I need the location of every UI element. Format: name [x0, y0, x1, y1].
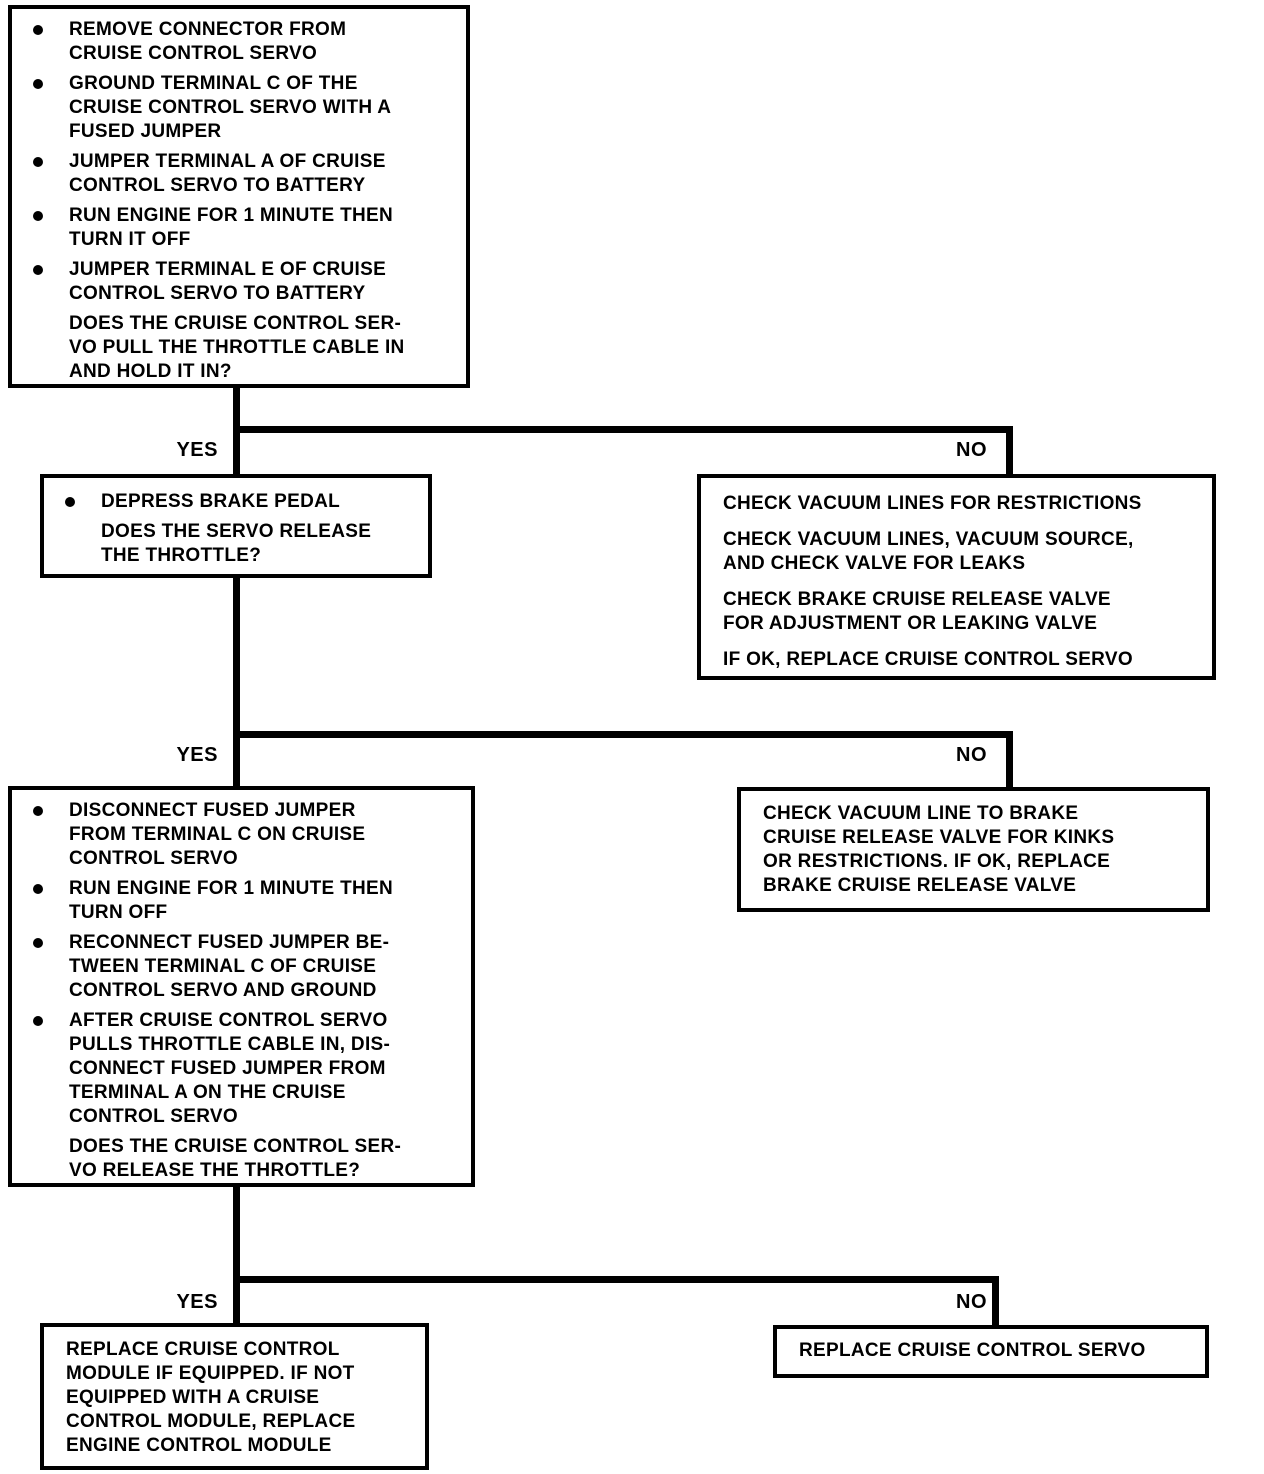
- step-text: RUN ENGINE FOR 1 MINUTE THEN TURN IT OFF: [69, 205, 394, 250]
- step-item: RECONNECT FUSED JUMPER BE- TWEEN TERMINA…: [12, 931, 463, 1003]
- step-text: JUMPER TERMINAL E OF CRUISE CONTROL SERV…: [69, 259, 387, 304]
- step-item: GROUND TERMINAL C OF THE CRUISE CONTROL …: [12, 72, 458, 144]
- question-text: DOES THE CRUISE CONTROL SER- VO PULL THE…: [69, 313, 405, 382]
- bullet-icon: [33, 211, 43, 221]
- jumper-retest-steps-box: DISCONNECT FUSED JUMPER FROM TERMINAL C …: [8, 786, 475, 1187]
- bullet-icon: [33, 25, 43, 35]
- question-item: DOES THE CRUISE CONTROL SER- VO PULL THE…: [12, 312, 458, 384]
- instruction-item: REPLACE CRUISE CONTROL SERVO: [799, 1339, 1195, 1363]
- question-item: DOES THE CRUISE CONTROL SER- VO RELEASE …: [12, 1135, 463, 1183]
- instruction-text: REPLACE CRUISE CONTROL SERVO: [799, 1340, 1146, 1361]
- instruction-text: REPLACE CRUISE CONTROL MODULE IF EQUIPPE…: [66, 1339, 356, 1456]
- no-label-3: NO: [956, 1291, 987, 1313]
- instruction-text: IF OK, REPLACE CRUISE CONTROL SERVO: [723, 649, 1133, 670]
- yes-label-1: YES: [176, 439, 218, 461]
- step-item: REMOVE CONNECTOR FROM CRUISE CONTROL SER…: [12, 18, 458, 66]
- step-text: DEPRESS BRAKE PEDAL: [101, 491, 341, 512]
- brake-cruise-release-valve-box: CHECK VACUUM LINE TO BRAKE CRUISE RELEAS…: [737, 787, 1210, 912]
- vacuum-checks-box: CHECK VACUUM LINES FOR RESTRICTIONS CHEC…: [697, 474, 1216, 680]
- instruction-item: CHECK VACUUM LINE TO BRAKE CRUISE RELEAS…: [763, 802, 1196, 898]
- step-item: DISCONNECT FUSED JUMPER FROM TERMINAL C …: [12, 799, 463, 871]
- connector-no-drop-3: [992, 1276, 999, 1327]
- step-text: RUN ENGINE FOR 1 MINUTE THEN TURN OFF: [69, 878, 394, 923]
- bullet-icon: [33, 157, 43, 167]
- connector-branch-3: [233, 1276, 999, 1283]
- instruction-item: REPLACE CRUISE CONTROL MODULE IF EQUIPPE…: [66, 1338, 415, 1458]
- connector-no-drop-2: [1006, 731, 1013, 789]
- bullet-icon: [33, 884, 43, 894]
- no-label-2: NO: [956, 744, 987, 766]
- connector-no-drop-1: [1006, 426, 1013, 476]
- connector-branch-2: [233, 731, 1013, 738]
- step-item: RUN ENGINE FOR 1 MINUTE THEN TURN OFF: [12, 877, 463, 925]
- step-item: DEPRESS BRAKE PEDAL: [44, 490, 420, 514]
- no-label-1: NO: [956, 439, 987, 461]
- connector-branch-1: [233, 426, 1013, 433]
- connector-stem-3: [233, 1185, 240, 1325]
- step-text: RECONNECT FUSED JUMPER BE- TWEEN TERMINA…: [69, 932, 390, 1001]
- instruction-text: CHECK VACUUM LINES, VACUUM SOURCE, AND C…: [723, 529, 1134, 574]
- question-item: DOES THE SERVO RELEASE THE THROTTLE?: [44, 520, 420, 568]
- instruction-item: CHECK VACUUM LINES, VACUUM SOURCE, AND C…: [723, 528, 1202, 576]
- instruction-item: CHECK BRAKE CRUISE RELEASE VALVE FOR ADJ…: [723, 588, 1202, 636]
- instruction-text: CHECK BRAKE CRUISE RELEASE VALVE FOR ADJ…: [723, 589, 1111, 634]
- replace-module-box: REPLACE CRUISE CONTROL MODULE IF EQUIPPE…: [40, 1323, 429, 1470]
- bullet-icon: [65, 497, 75, 507]
- initial-test-steps-box: REMOVE CONNECTOR FROM CRUISE CONTROL SER…: [8, 5, 470, 388]
- connector-stem-2: [233, 576, 240, 788]
- replace-servo-box: REPLACE CRUISE CONTROL SERVO: [773, 1325, 1209, 1378]
- step-item: JUMPER TERMINAL E OF CRUISE CONTROL SERV…: [12, 258, 458, 306]
- step-text: JUMPER TERMINAL A OF CRUISE CONTROL SERV…: [69, 151, 386, 196]
- step-text: AFTER CRUISE CONTROL SERVO PULLS THROTTL…: [69, 1010, 391, 1127]
- step-item: RUN ENGINE FOR 1 MINUTE THEN TURN IT OFF: [12, 204, 458, 252]
- bullet-icon: [33, 1016, 43, 1026]
- step-text: REMOVE CONNECTOR FROM CRUISE CONTROL SER…: [69, 19, 347, 64]
- question-text: DOES THE SERVO RELEASE THE THROTTLE?: [101, 521, 372, 566]
- step-text: GROUND TERMINAL C OF THE CRUISE CONTROL …: [69, 73, 392, 142]
- question-text: DOES THE CRUISE CONTROL SER- VO RELEASE …: [69, 1136, 402, 1181]
- instruction-text: CHECK VACUUM LINE TO BRAKE CRUISE RELEAS…: [763, 803, 1115, 896]
- step-item: AFTER CRUISE CONTROL SERVO PULLS THROTTL…: [12, 1009, 463, 1129]
- instruction-item: IF OK, REPLACE CRUISE CONTROL SERVO: [723, 648, 1202, 672]
- yes-label-2: YES: [176, 744, 218, 766]
- bullet-icon: [33, 79, 43, 89]
- yes-label-3: YES: [176, 1291, 218, 1313]
- bullet-icon: [33, 265, 43, 275]
- step-item: JUMPER TERMINAL A OF CRUISE CONTROL SERV…: [12, 150, 458, 198]
- bullet-icon: [33, 806, 43, 816]
- step-text: DISCONNECT FUSED JUMPER FROM TERMINAL C …: [69, 800, 366, 869]
- instruction-text: CHECK VACUUM LINES FOR RESTRICTIONS: [723, 493, 1142, 514]
- brake-pedal-test-box: DEPRESS BRAKE PEDAL DOES THE SERVO RELEA…: [40, 474, 432, 578]
- bullet-icon: [33, 938, 43, 948]
- instruction-item: CHECK VACUUM LINES FOR RESTRICTIONS: [723, 492, 1202, 516]
